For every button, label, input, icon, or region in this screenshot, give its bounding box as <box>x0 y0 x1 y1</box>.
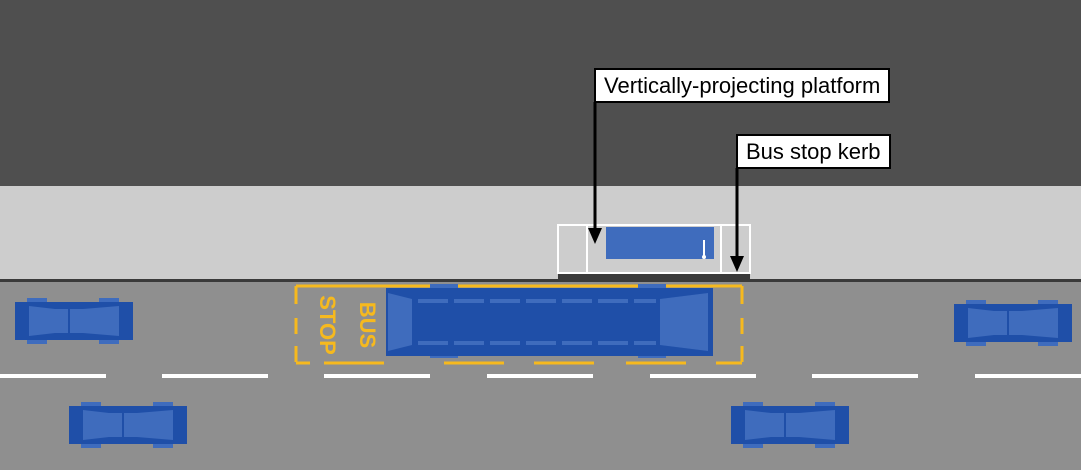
marking-text-bus: BUS <box>355 302 380 348</box>
callout-kerb-label: Bus stop kerb <box>736 134 891 169</box>
lane-dash <box>0 374 106 378</box>
bus-stop-kerb <box>558 272 750 279</box>
bus-mirror <box>638 284 666 288</box>
lane-centre-line <box>0 374 1081 378</box>
car <box>68 401 188 449</box>
bus <box>386 284 713 358</box>
callout-arrow-kerb <box>730 168 744 272</box>
shelter-bench <box>606 227 714 259</box>
lane-dash <box>812 374 918 378</box>
shelter-pole-base <box>702 255 706 259</box>
footway <box>0 186 1081 280</box>
lane-dash <box>650 374 756 378</box>
marking-text-stop: STOP <box>315 295 340 355</box>
car <box>14 297 134 345</box>
callout-arrow-platform <box>588 102 602 244</box>
vertically-projecting-platform <box>557 224 751 274</box>
lane-dash <box>324 374 430 378</box>
building-area <box>0 0 1081 186</box>
car <box>953 299 1073 347</box>
lane-dash <box>975 374 1081 378</box>
bus-windscreen <box>660 293 708 351</box>
kerb-edge-line <box>0 279 1081 282</box>
lane-dash <box>162 374 268 378</box>
bus-stop-box-marking <box>294 284 744 365</box>
lane-dash <box>487 374 593 378</box>
callout-platform-label: Vertically-projecting platform <box>594 68 891 103</box>
bus-rear-window <box>388 293 412 351</box>
bus-mirror <box>430 284 458 288</box>
car <box>730 401 850 449</box>
bus-roof-panels <box>418 299 656 345</box>
